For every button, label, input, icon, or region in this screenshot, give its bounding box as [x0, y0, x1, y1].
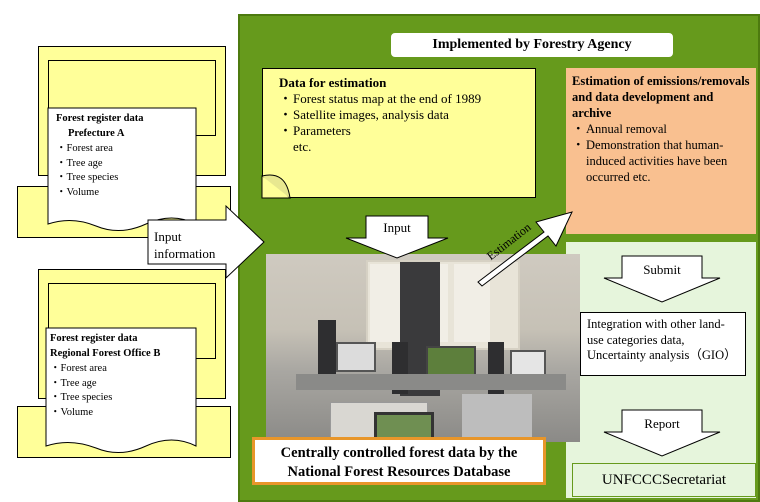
integration-box: Integration with other land-use categori… — [580, 312, 746, 376]
estimation-data-box: Data for estimation Forest status map at… — [262, 68, 536, 198]
input-label: Input — [383, 220, 411, 235]
submit-arrow — [603, 255, 721, 303]
unfccc-box: UNFCCCSecretariat — [572, 463, 756, 497]
database-caption: Centrally controlled forest data by the … — [252, 437, 546, 485]
database-photo — [266, 254, 580, 442]
register-card-b-shape — [45, 327, 197, 453]
register-card-b: Forest register data Regional Forest Off… — [50, 332, 196, 420]
register-card-a-shape — [47, 107, 197, 231]
input-information-line2: information — [154, 246, 216, 261]
database-caption-line2: National Forest Resources Database — [287, 464, 511, 480]
estimation-box: Estimation of emissions/removals and dat… — [566, 68, 756, 234]
register-b-subtitle: Regional Forest Office B — [50, 347, 161, 359]
estimation-data-etc: etc. — [293, 139, 312, 154]
estimation-data-curl — [261, 174, 291, 199]
input-information-label: Input information — [154, 228, 215, 262]
register-a-item: ・Volume — [56, 186, 99, 198]
database-caption-line1: Centrally controlled forest data by the — [280, 445, 518, 461]
estimation-data-title: Data for estimation — [279, 75, 387, 90]
register-a-item: ・Tree species — [56, 172, 119, 183]
report-label: Report — [644, 416, 680, 431]
register-b-item: ・Tree species — [50, 392, 113, 403]
register-a-item: ・Forest area — [56, 143, 113, 154]
input-information-line1: Input — [154, 229, 182, 244]
register-a-item: ・Tree age — [56, 157, 103, 169]
register-b-item: ・Forest area — [50, 363, 107, 374]
estimation-data-item: Satellite images, analysis data — [279, 107, 527, 123]
register-a-subtitle: Prefecture A — [68, 127, 125, 139]
estimation-arrow — [477, 211, 573, 287]
register-b-item: ・Tree age — [50, 377, 97, 389]
register-card-a: Forest register data Prefecture A ・Fores… — [56, 112, 194, 200]
submit-label: Submit — [643, 262, 681, 277]
estimation-data-item: Parameters — [279, 123, 527, 139]
panel-header: Implemented by Forestry Agency — [389, 31, 675, 59]
register-b-item: ・Volume — [50, 406, 93, 418]
input-information-arrow — [147, 204, 265, 280]
estimation-data-item: Forest status map at the end of 1989 — [279, 91, 527, 107]
estimation-item: Demonstration that human-induced activit… — [572, 137, 750, 185]
report-arrow — [603, 409, 721, 457]
register-b-title: Forest register data — [50, 333, 138, 344]
estimation-item: Annual removal — [572, 121, 750, 137]
input-arrow — [345, 215, 449, 259]
register-a-title: Forest register data — [56, 113, 144, 124]
estimation-title: Estimation of emissions/removals and dat… — [572, 74, 750, 120]
